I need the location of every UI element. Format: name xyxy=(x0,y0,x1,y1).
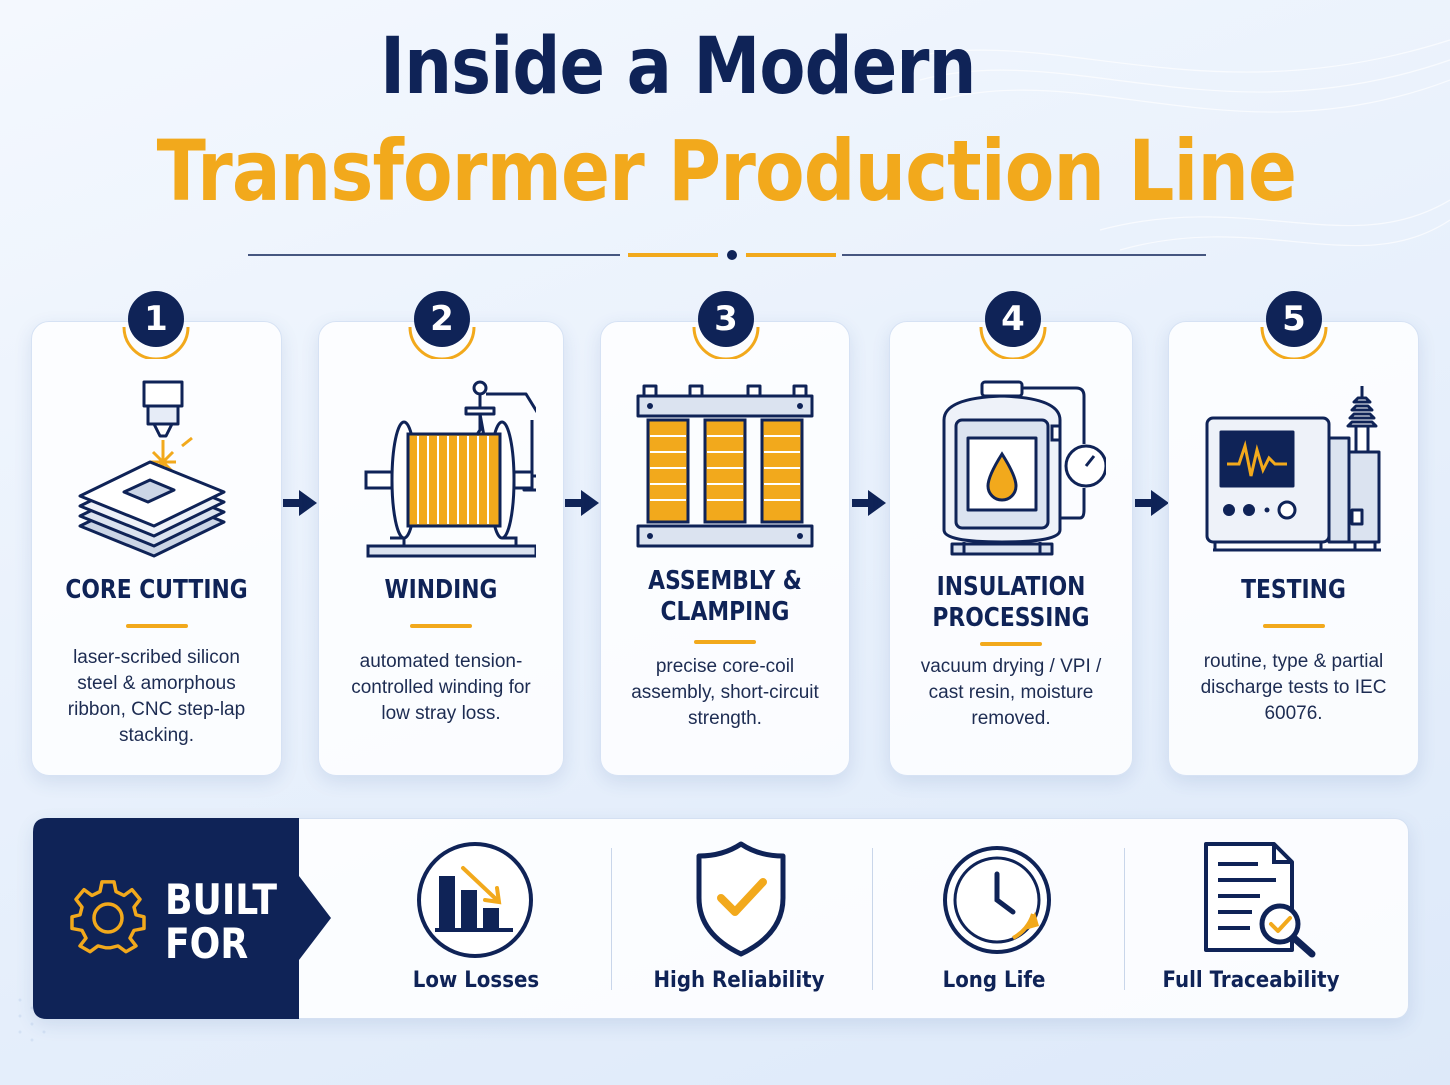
step-card-5: TESTING routine, type & partial discharg… xyxy=(1168,321,1419,776)
vacuum-tank-icon xyxy=(942,380,1106,556)
step-card-3: ASSEMBLY & CLAMPING precise core-coil as… xyxy=(600,321,850,776)
step-badge-2: 2 xyxy=(404,283,480,359)
built-for-panel xyxy=(33,818,331,1019)
feature-label-long-life: Long Life xyxy=(942,968,1046,993)
step-description-1: laser-scribed silicon steel & amorphous … xyxy=(67,647,246,746)
title-line-1: Inside a Modern xyxy=(380,22,976,112)
document-magnifier-icon xyxy=(1204,842,1316,958)
laser-cutter-icon xyxy=(78,380,225,558)
step-description-4: vacuum drying / VPI / cast resin, moistu… xyxy=(920,656,1102,729)
feature-separator xyxy=(1124,848,1125,990)
title-divider xyxy=(248,250,1206,260)
built-for-label: BUILT FOR xyxy=(165,878,277,966)
clock-icon xyxy=(943,846,1051,954)
step-card-2: WINDING automated tension-controlled win… xyxy=(318,321,564,776)
feature-label-low-losses: Low Losses xyxy=(412,968,540,993)
gear-icon xyxy=(70,880,146,954)
step-underline-3 xyxy=(694,640,756,644)
step-number-1: 1 xyxy=(128,291,184,347)
shield-check-icon xyxy=(696,841,786,957)
step-badge-1: 1 xyxy=(118,283,194,359)
step-description-3: precise core-coil assembly, short-circui… xyxy=(631,656,819,729)
step-underline-5 xyxy=(1262,624,1325,628)
step-number-3: 3 xyxy=(698,291,754,347)
title-line-2: Transformer Production Line xyxy=(156,122,1297,220)
step-underline-1 xyxy=(125,624,188,628)
winding-machine-icon xyxy=(364,380,536,558)
step-card-1: CORE CUTTING laser-scribed silicon steel… xyxy=(31,321,282,776)
built-for-line-2: FOR xyxy=(165,919,249,968)
step-badge-5: 5 xyxy=(1256,283,1332,359)
arrow-icon xyxy=(1135,490,1169,516)
step-description-2: automated tension-controlled winding for… xyxy=(351,651,531,724)
step-badge-4: 4 xyxy=(975,283,1051,359)
arrow-icon xyxy=(565,490,599,516)
arrow-icon xyxy=(283,490,317,516)
step-title-1: CORE CUTTING xyxy=(65,575,248,605)
arrow-icon xyxy=(852,490,886,516)
step-number-4: 4 xyxy=(985,291,1041,347)
step-number-2: 2 xyxy=(414,291,470,347)
feature-separator xyxy=(611,848,612,990)
step-card-4: INSULATION PROCESSING vacuum drying / VP… xyxy=(889,321,1133,776)
step-title-4: INSULATION PROCESSING xyxy=(932,572,1090,633)
step-underline-4 xyxy=(980,642,1042,646)
declining-bar-chart-icon xyxy=(417,842,533,958)
feature-label-full-traceability: Full Traceability xyxy=(1162,968,1340,993)
built-for-line-1: BUILT xyxy=(165,875,277,924)
step-title-5: TESTING xyxy=(1241,575,1346,605)
feature-label-high-reliability: High Reliability xyxy=(653,968,825,993)
core-coil-assembly-icon xyxy=(636,384,814,548)
step-badge-3: 3 xyxy=(688,283,764,359)
test-equipment-icon xyxy=(1205,386,1381,552)
step-underline-2 xyxy=(410,624,472,628)
step-title-3: ASSEMBLY & CLAMPING xyxy=(648,566,802,627)
feature-separator xyxy=(872,848,873,990)
step-description-5: routine, type & partial discharge tests … xyxy=(1200,651,1387,724)
step-title-2: WINDING xyxy=(384,575,498,605)
step-number-5: 5 xyxy=(1266,291,1322,347)
